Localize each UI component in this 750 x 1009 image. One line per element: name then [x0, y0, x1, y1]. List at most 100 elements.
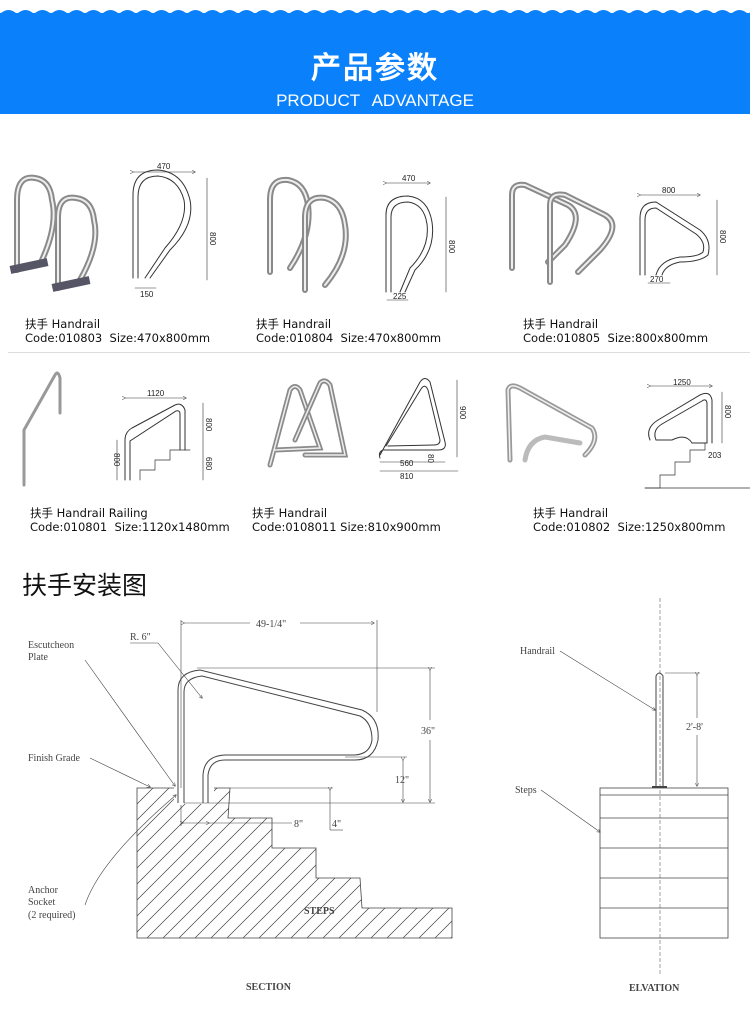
banner-title: 产品参数: [311, 51, 439, 86]
product-name: 扶手 Handrail: [533, 506, 609, 520]
dim-label: 800: [718, 230, 727, 244]
label-radius: R. 6": [130, 632, 151, 643]
dim-label: 800: [662, 186, 676, 195]
dim-depth: 4": [332, 819, 341, 830]
product-name: 扶手 Handrail Railing: [30, 506, 148, 520]
hatch-line: [609, 780, 750, 940]
dim-label: 1120: [147, 389, 165, 398]
dim-label: 203: [708, 451, 722, 460]
hatch-line: [137, 788, 242, 938]
elevation-caption: ELVATION: [629, 983, 680, 994]
hatch-line: [561, 780, 721, 940]
dim-label: 810: [400, 472, 414, 481]
banner-subtitle: PRODUCT ADVANTAGE: [276, 91, 474, 110]
product-drawing-0108011: [378, 378, 459, 472]
product-drawing-010805: [640, 195, 718, 284]
label-handrail: Handrail: [520, 646, 555, 657]
dim-label: 680: [204, 457, 213, 471]
product-photo-010801: [22, 371, 62, 487]
product-code-size: Code:0108011 Size:810x900mm: [252, 520, 441, 534]
dim-label: 225: [393, 292, 407, 301]
label-escutcheon: Escutcheon: [28, 640, 74, 651]
dim-label: 270: [650, 275, 664, 284]
product-photo-010804: [267, 176, 349, 293]
label-plate: Plate: [28, 652, 49, 663]
dim-label: 800: [723, 405, 732, 419]
dim-label: 1250: [673, 378, 691, 387]
hatch-line: [529, 780, 689, 940]
hatch-line: [137, 788, 210, 938]
dim-label: 900: [458, 406, 467, 420]
dim-label: 560: [400, 459, 414, 468]
label-finish-grade: Finish Grade: [28, 753, 81, 764]
product-name: 扶手 Handrail: [256, 317, 332, 331]
label-steps-elev: Steps: [515, 785, 537, 796]
product-photo-010805: [509, 181, 616, 285]
product-code-size: Code:010801 Size:1120x1480mm: [30, 520, 230, 534]
hatch-line: [137, 788, 194, 938]
product-drawing-010801: [116, 398, 204, 481]
hatch-line: [137, 788, 178, 938]
dim-label: 150: [140, 290, 154, 299]
product-code-size: Code:010803 Size:470x800mm: [25, 331, 211, 345]
product-name: 扶手 Handrail: [252, 506, 328, 520]
hatch-line: [577, 780, 737, 940]
dim-spacing: 8": [294, 819, 303, 830]
label-required: (2 required): [28, 910, 75, 921]
install-title: 扶手安装图: [22, 571, 148, 600]
product-photo-010803: [9, 174, 99, 292]
product-code-size: Code:010802 Size:1250x800mm: [533, 520, 726, 534]
product-photo-010802: [505, 383, 598, 463]
dim-label: 800: [208, 232, 217, 246]
section-drawing: [84, 620, 750, 940]
product-drawing-010804: [386, 183, 447, 301]
hatch-line: [400, 788, 452, 938]
product-drawing-010802: [644, 386, 750, 489]
section-caption: SECTION: [246, 982, 292, 993]
dim-width: 49-1/4": [256, 619, 286, 630]
product-name: 扶手 Handrail: [523, 317, 599, 331]
hatch-line: [625, 780, 750, 940]
product-drawing-010803: [133, 169, 208, 289]
hatch-line: [336, 788, 452, 938]
dim-label: 800: [204, 418, 213, 432]
product-code-size: Code:010805 Size:800x800mm: [523, 331, 709, 345]
label-steps: STEPS: [304, 906, 335, 917]
hatch-line: [545, 780, 705, 940]
hatch-line: [497, 780, 657, 940]
product-name: 扶手 Handrail: [25, 317, 101, 331]
hatch-line: [432, 788, 452, 938]
hatch-line: [513, 780, 673, 940]
hatch-line: [352, 788, 452, 938]
hatch-line: [137, 788, 226, 938]
hatch-line: [448, 788, 452, 938]
hatch-line: [320, 788, 452, 938]
elevation-drawing: [540, 598, 729, 975]
hatch-line: [384, 788, 452, 938]
dim-height: 36": [421, 726, 435, 737]
header-banner: 产品参数 PRODUCT ADVANTAGE: [0, 13, 750, 114]
dim-lower: 12": [395, 775, 409, 786]
product-code-size: Code:010804 Size:470x800mm: [256, 331, 442, 345]
dim-elev-height: 2'-8': [686, 722, 703, 733]
hatch-line: [368, 788, 452, 938]
product-photo-0108011: [267, 378, 349, 468]
dim-label: 80: [426, 454, 435, 463]
dim-label: 470: [157, 162, 171, 171]
hatch-line: [416, 788, 452, 938]
dim-label: 470: [402, 174, 416, 183]
dim-label: 800: [112, 453, 121, 467]
dim-label: 800: [447, 240, 456, 254]
label-socket: Socket: [28, 897, 55, 908]
hatch-line: [465, 780, 625, 940]
hatch-line: [593, 780, 750, 940]
label-anchor: Anchor: [28, 885, 59, 896]
scallop-edge: [0, 10, 750, 20]
